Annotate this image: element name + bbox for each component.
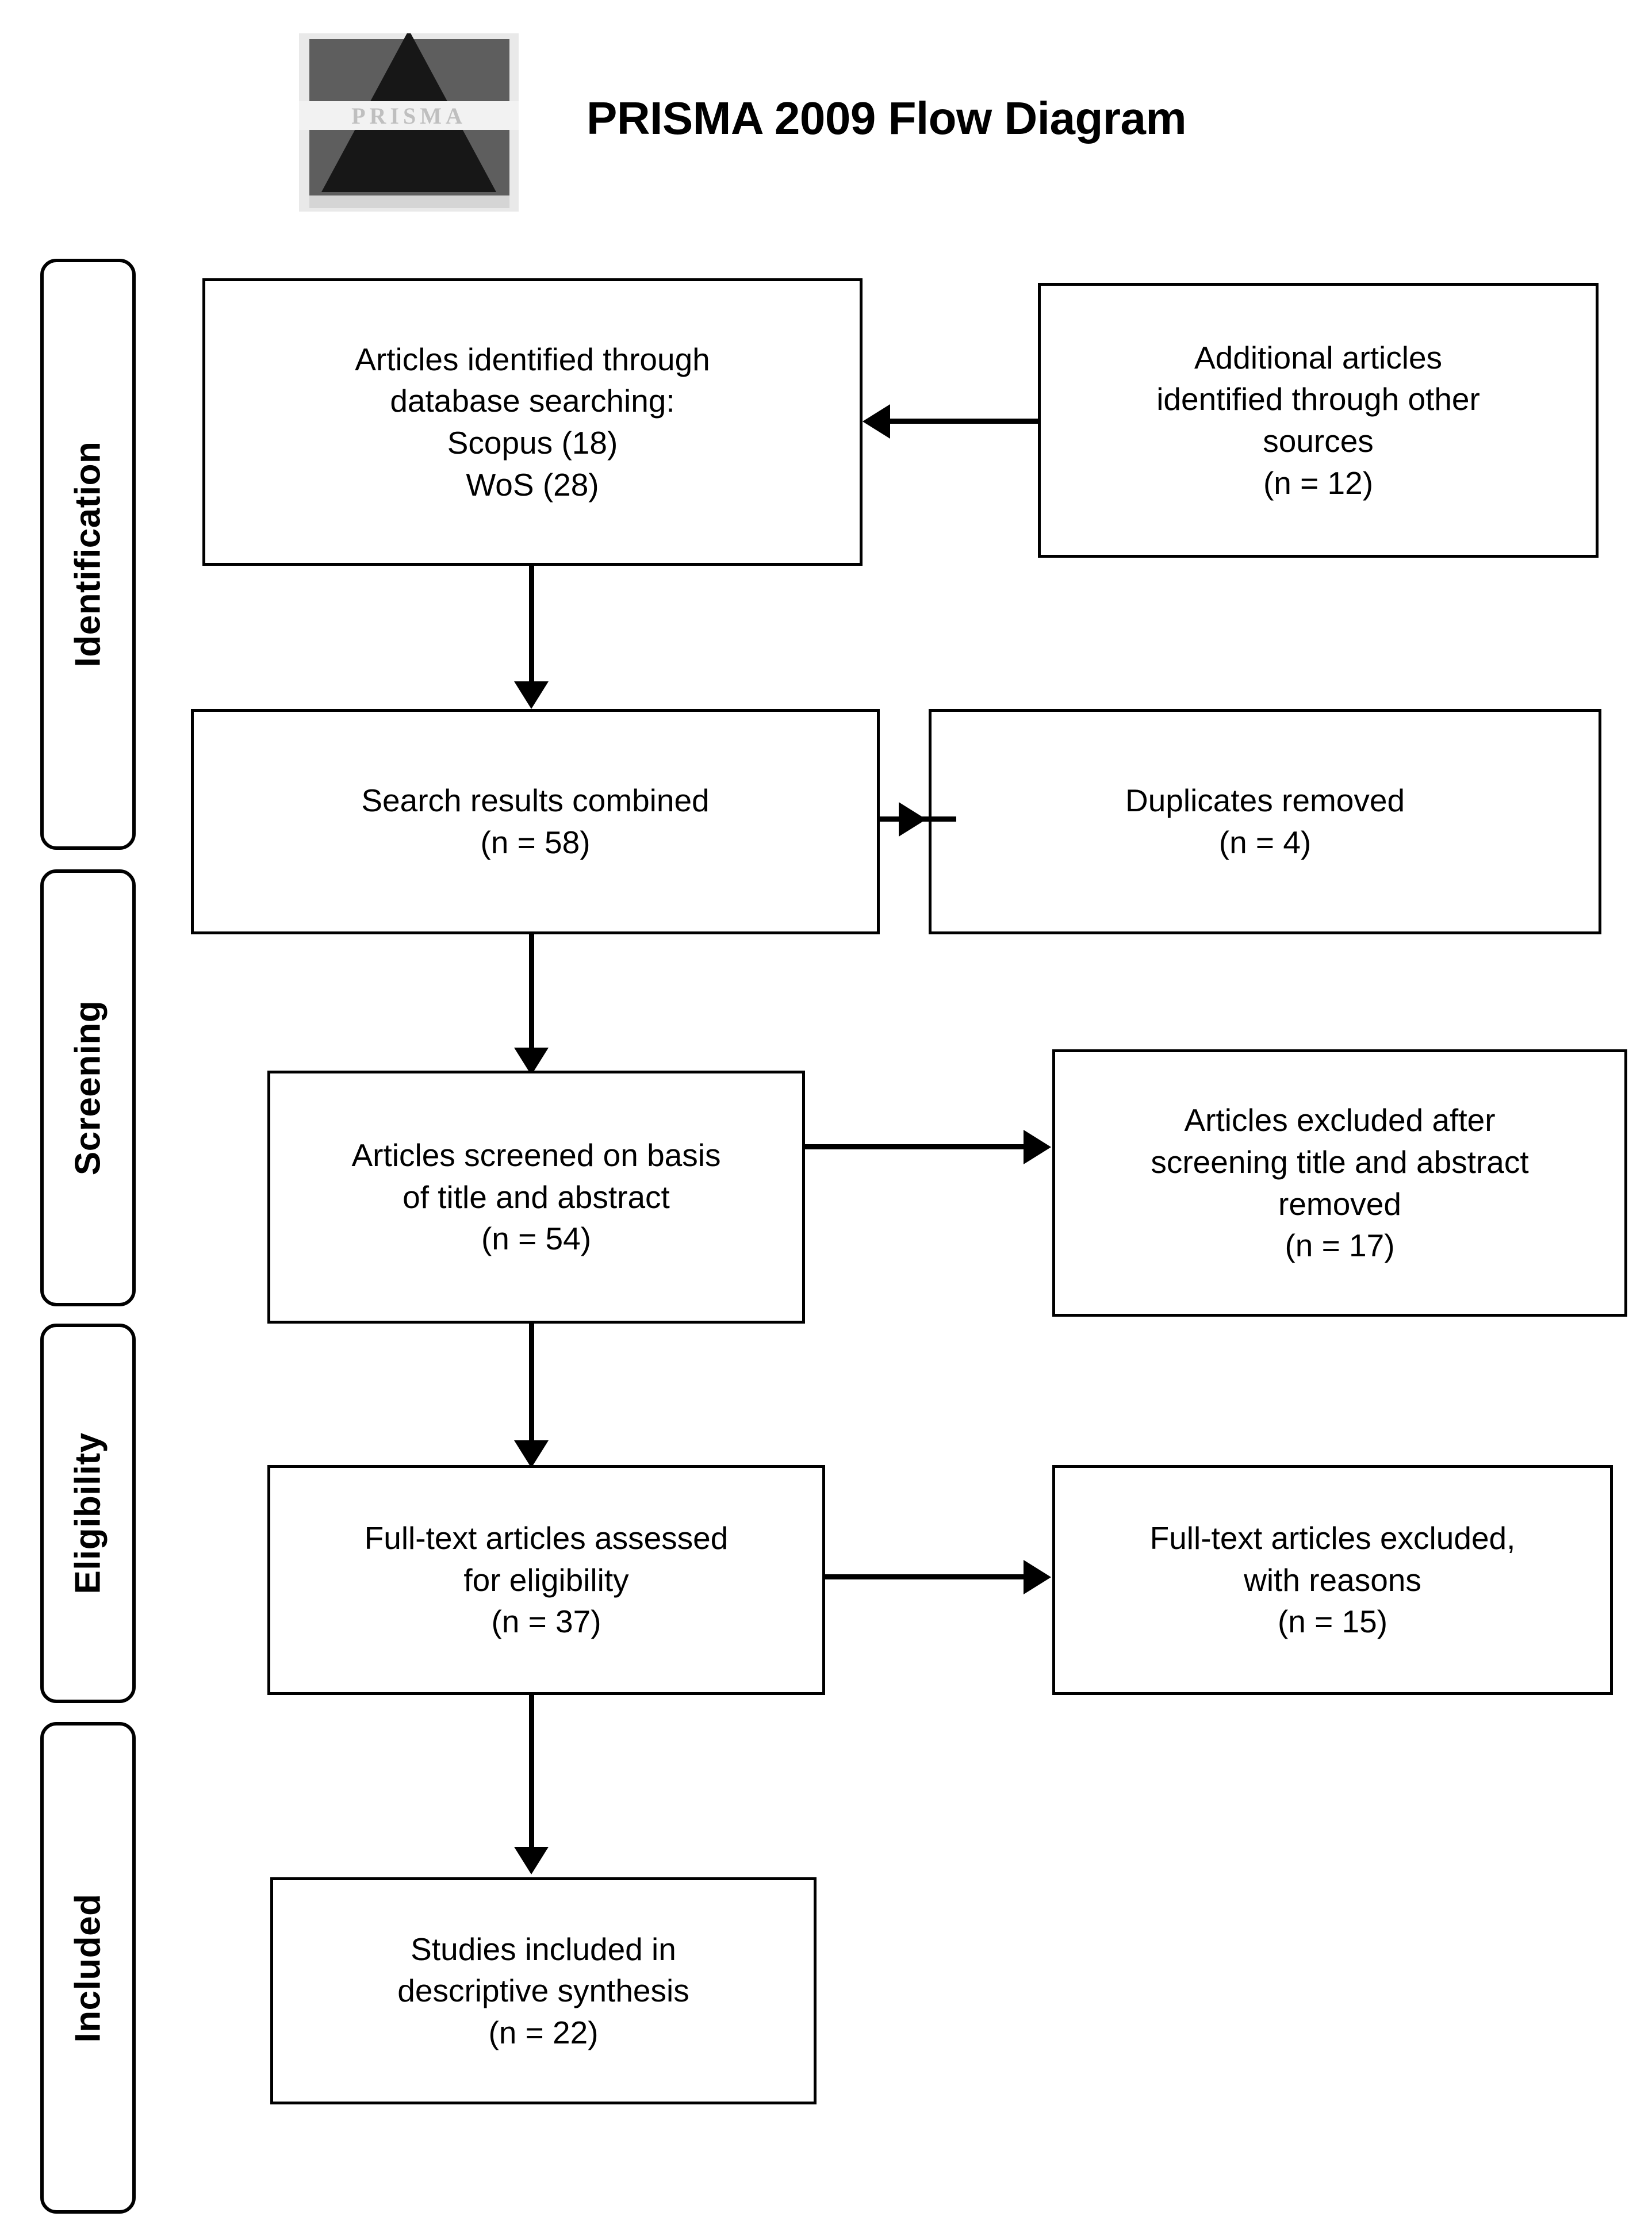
arrowhead-down-screened-to-fulltext	[514, 1440, 549, 1468]
page-title: PRISMA 2009 Flow Diagram	[587, 93, 1187, 144]
logo-wordmark-band: PRISMA	[299, 101, 519, 130]
arrowhead-down-identified-to-combined	[514, 681, 549, 709]
box-search-results-combined: Search results combined (n = 58)	[191, 709, 880, 934]
box-articles-screened-title-abstract: Articles screened on basis of title and …	[267, 1071, 805, 1324]
stage-rail-included: Included	[40, 1722, 136, 2214]
stage-label-screening: Screening	[68, 1000, 108, 1176]
box-fulltext-assessed-eligibility: Full-text articles assessed for eligibil…	[267, 1465, 825, 1695]
stage-label-identification: Identification	[68, 441, 108, 668]
box-studies-included-descriptive-synthesis: Studies included in descriptive synthesi…	[270, 1877, 817, 2104]
arrowhead-right-fulltext-to-excluded	[1024, 1560, 1051, 1594]
connector-screened-to-fulltext	[529, 1324, 534, 1447]
stage-rail-identification: Identification	[40, 259, 136, 850]
box-text-search-results-combined: Search results combined (n = 58)	[361, 783, 710, 860]
box-text-duplicates-removed: Duplicates removed (n = 4)	[1125, 783, 1405, 860]
connector-screened-to-excluded	[805, 1144, 1024, 1149]
diagram-header: PRISMA PRISMA 2009 Flow Diagram	[0, 0, 1652, 230]
box-articles-identified-database: Articles identified through database sea…	[202, 278, 863, 566]
arrowhead-down-fulltext-to-included	[514, 1847, 549, 1874]
box-fulltext-excluded-with-reasons: Full-text articles excluded, with reason…	[1052, 1465, 1613, 1695]
connector-additional-to-identified	[890, 419, 1038, 424]
box-text-additional-articles-other-sources: Additional articles identified through o…	[1156, 339, 1480, 501]
box-text-articles-excluded-title-abstract: Articles excluded after screening title …	[1151, 1102, 1529, 1264]
box-text-articles-identified-database: Articles identified through database sea…	[355, 341, 710, 503]
logo-baseline	[309, 195, 509, 208]
stage-label-included: Included	[68, 1893, 108, 2042]
stage-label-eligibility: Eligibility	[68, 1432, 108, 1594]
stage-rail-screening: Screening	[40, 869, 136, 1306]
box-articles-excluded-title-abstract: Articles excluded after screening title …	[1052, 1049, 1627, 1317]
connector-fulltext-to-included	[529, 1695, 534, 1853]
box-duplicates-removed: Duplicates removed (n = 4)	[929, 709, 1601, 934]
arrowhead-right-screened-to-excluded	[1024, 1130, 1051, 1164]
connector-combined-to-screened	[529, 934, 534, 1055]
box-additional-articles-other-sources: Additional articles identified through o…	[1038, 283, 1599, 558]
box-text-studies-included-descriptive-synthesis: Studies included in descriptive synthesi…	[397, 1931, 689, 2050]
box-text-articles-screened-title-abstract: Articles screened on basis of title and …	[351, 1137, 721, 1257]
box-text-fulltext-assessed-eligibility: Full-text articles assessed for eligibil…	[364, 1520, 729, 1640]
connector-identified-to-combined	[529, 566, 534, 689]
stage-rail-eligibility: Eligibility	[40, 1324, 136, 1703]
arrowhead-right-combined-to-duplicates	[899, 802, 926, 837]
box-text-fulltext-excluded-with-reasons: Full-text articles excluded, with reason…	[1149, 1520, 1516, 1640]
arrowhead-left-additional-to-identified	[863, 404, 890, 439]
connector-fulltext-to-excluded	[825, 1574, 1024, 1579]
logo-wordmark-text: PRISMA	[351, 102, 466, 129]
prisma-logo-icon: PRISMA	[299, 33, 519, 212]
